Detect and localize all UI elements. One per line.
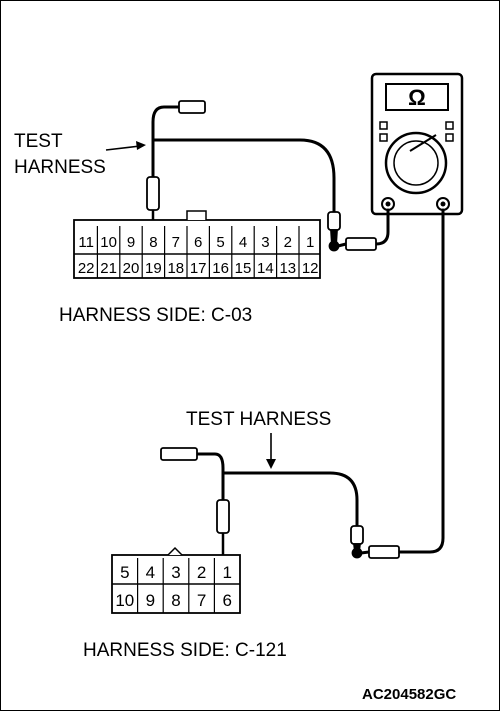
c03-pin-21: 21 — [100, 260, 117, 277]
c121-pin-3: 3 — [171, 563, 180, 582]
c03-pin-13: 13 — [279, 260, 296, 277]
c121-pin-2: 2 — [197, 563, 206, 582]
meter-lead-left-plug — [345, 237, 377, 251]
c121-pin-5: 5 — [120, 563, 129, 582]
c03-pin-2: 2 — [284, 234, 292, 251]
harness2-probe-pin1 — [216, 499, 230, 534]
harness2-end-plug — [160, 447, 198, 461]
c03-pin-18: 18 — [167, 260, 184, 277]
c03-pin-4: 4 — [239, 234, 247, 251]
harness-side-label-c121: HARNESS SIDE: C-121 — [83, 640, 287, 661]
arrow-1 — [105, 141, 146, 151]
c03-pin-12: 12 — [302, 260, 319, 277]
ohm-symbol: Ω — [408, 85, 426, 110]
c03-pin-6: 6 — [194, 234, 202, 251]
c121-pin-9: 9 — [146, 591, 155, 610]
wires — [151, 105, 445, 554]
c03-pin-14: 14 — [257, 260, 274, 277]
c03-pin-8: 8 — [149, 234, 157, 251]
c121-pin-6: 6 — [222, 591, 231, 610]
c03-pin-20: 20 — [123, 260, 140, 277]
c121-pin-1: 1 — [222, 563, 231, 582]
c03-pin-5: 5 — [216, 234, 224, 251]
c121-pin-8: 8 — [171, 591, 180, 610]
c121-pin-7: 7 — [197, 591, 206, 610]
arrow-2 — [266, 433, 276, 469]
c03-pin-19: 19 — [145, 260, 162, 277]
test-harness-label-2: TEST HARNESS — [186, 409, 331, 430]
test-harness-label-1-line1: TEST — [14, 131, 63, 152]
c03-pin-15: 15 — [235, 260, 252, 277]
figure-code: AC204582GC — [362, 686, 456, 703]
ohmmeter: Ω — [370, 72, 464, 216]
c03-pin-3: 3 — [261, 234, 269, 251]
c121-pin-4: 4 — [146, 563, 155, 582]
test-harness-label-1-line2: HARNESS — [14, 157, 106, 178]
probe-parts — [146, 100, 400, 562]
c03-pin-7: 7 — [172, 234, 180, 251]
c121-pin-10: 10 — [115, 591, 134, 610]
meter-lead-right-plug — [368, 545, 400, 559]
c03-pin-22: 22 — [78, 260, 95, 277]
c03-pin-16: 16 — [212, 260, 229, 277]
harness1-probe-pin8 — [146, 176, 160, 211]
c03-pin-10: 10 — [100, 234, 117, 251]
harness-side-label-c03: HARNESS SIDE: C-03 — [59, 305, 252, 326]
c03-pin-17: 17 — [190, 260, 207, 277]
c03-pin-1: 1 — [306, 234, 314, 251]
c03-pin-9: 9 — [127, 234, 135, 251]
c03-pin-11: 11 — [78, 234, 94, 251]
selector-dial[interactable] — [384, 131, 448, 195]
harness1-end-plug — [178, 100, 206, 114]
